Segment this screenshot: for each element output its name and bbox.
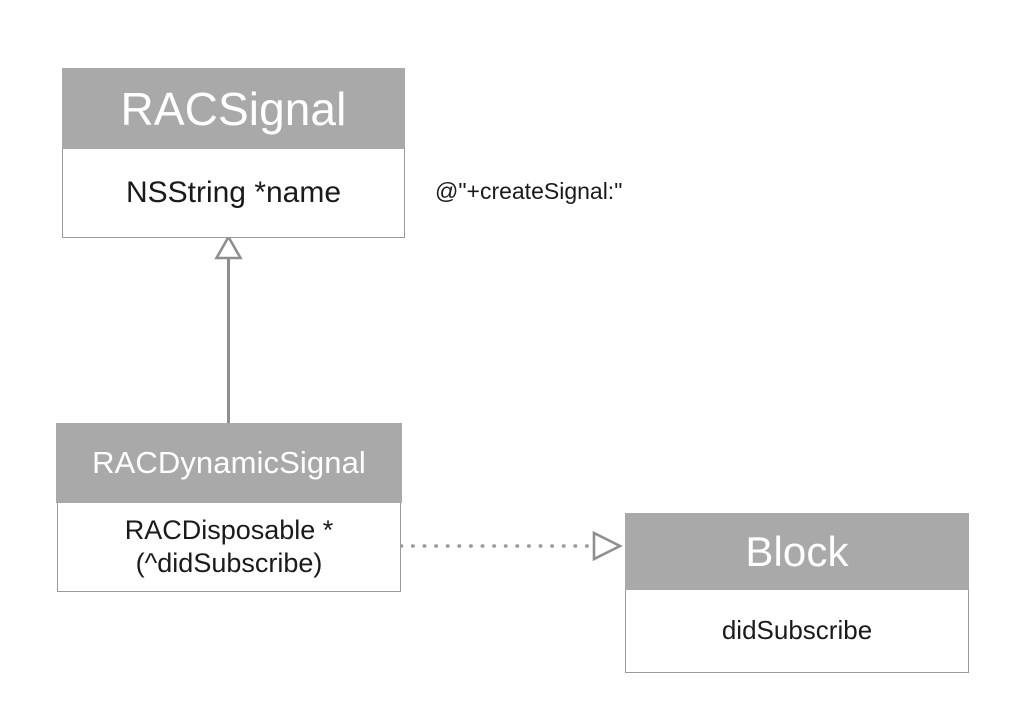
class-name-racsignal: RACSignal xyxy=(62,68,405,149)
class-attributes-racsignal: NSString *name xyxy=(62,149,405,238)
class-name-racdynamicsignal: RACDynamicSignal xyxy=(56,423,402,503)
attribute-row: NSString *name xyxy=(125,175,342,209)
class-box-block[interactable]: Block didSubscribe xyxy=(625,513,969,673)
generalization-arrowhead-icon xyxy=(214,234,243,260)
attribute-row: didSubscribe xyxy=(721,615,873,646)
class-attributes-block: didSubscribe xyxy=(625,590,969,673)
dependency-arrowhead-icon xyxy=(592,530,623,562)
dependency-connector xyxy=(399,530,623,562)
class-box-racsignal[interactable]: RACSignal NSString *name xyxy=(62,68,405,238)
attribute-row: RACDisposable * xyxy=(124,515,334,546)
attribute-row: (^didSubscribe) xyxy=(135,548,323,578)
annotation-create-signal: @"+createSignal:" xyxy=(435,178,623,204)
class-name-block: Block xyxy=(625,513,969,590)
generalization-connector xyxy=(214,234,243,423)
class-box-racdynamicsignal[interactable]: RACDynamicSignal RACDisposable * (^didSu… xyxy=(56,423,402,592)
class-attributes-racdynamicsignal: RACDisposable * (^didSubscribe) xyxy=(57,503,401,592)
